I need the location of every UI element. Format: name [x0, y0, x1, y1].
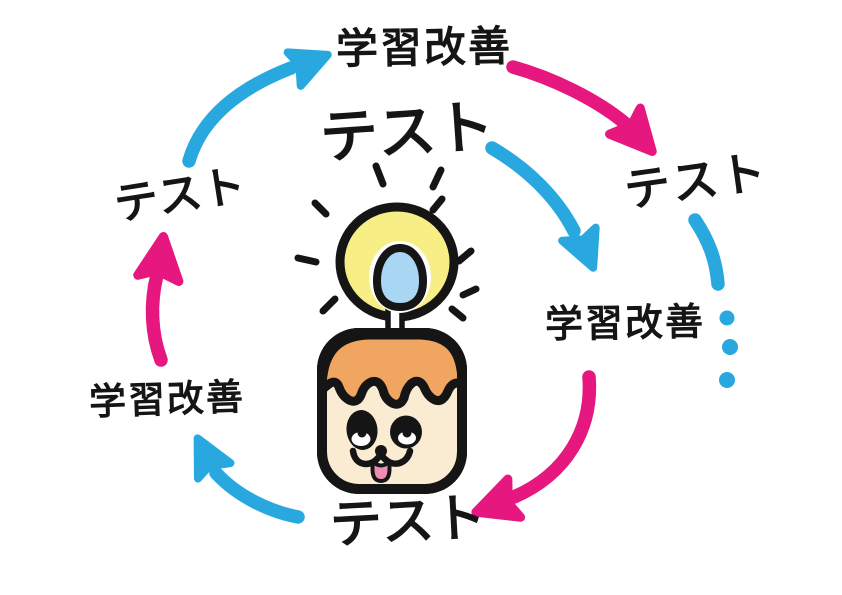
- pudding-head-outline: [317, 328, 467, 494]
- arrowhead-icon: [283, 48, 332, 90]
- arrowhead-icon: [193, 434, 235, 483]
- arrowhead-icon: [133, 231, 184, 286]
- arrowhead-icon: [558, 223, 600, 272]
- arrow-testbottom-to-improveleft: [193, 434, 305, 524]
- arrowhead-icon: [605, 103, 657, 156]
- arrow-improveright-to-testbottom: [471, 370, 597, 522]
- dot: [719, 372, 735, 388]
- label-test-center: テスト: [317, 92, 497, 172]
- arrow-improvetop-to-testright: [506, 60, 657, 156]
- eyes-icon: [346, 410, 422, 450]
- caramel-top-icon: [317, 330, 467, 409]
- arrow-testright-dotted-segment: [688, 213, 738, 388]
- label-improve-left: 学習改善: [88, 375, 246, 424]
- arrow-testcenter-to-improveright: [485, 141, 600, 272]
- arrow-testleft-to-improvetop: [182, 48, 332, 168]
- mouth-icon: [349, 447, 414, 468]
- dot: [719, 310, 735, 326]
- sparkle-dashes-icon: [294, 162, 480, 322]
- flame-icon: [372, 243, 428, 312]
- pudding-candle-character-icon: [294, 162, 480, 494]
- tongue-icon: [370, 459, 392, 483]
- label-improve-right: 学習改善: [544, 299, 706, 347]
- label-improve-top: 学習改善: [335, 21, 513, 74]
- dot: [722, 339, 738, 355]
- label-test-bottom: テスト: [328, 487, 488, 557]
- arrow-improveleft-to-testleft: [133, 231, 184, 367]
- arrowhead-icon: [471, 474, 526, 522]
